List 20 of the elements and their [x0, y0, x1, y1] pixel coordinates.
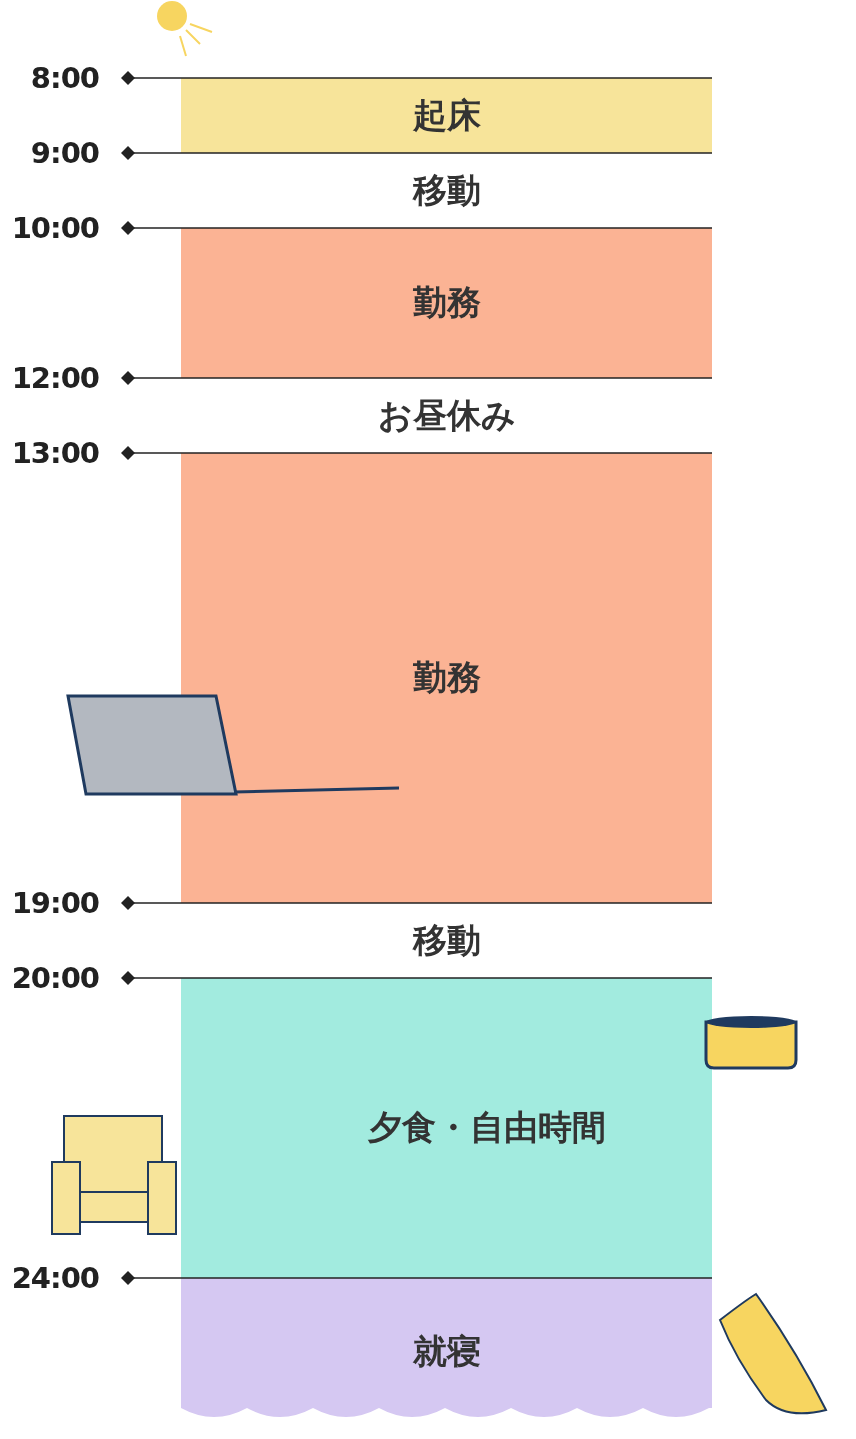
time-label: 10:00	[11, 211, 99, 245]
schedule-label: 起床	[412, 93, 481, 137]
time-label: 12:00	[11, 361, 99, 395]
schedule-label: 夕食・自由時間	[367, 1106, 606, 1149]
time-label: 24:00	[11, 1261, 99, 1295]
schedule-band	[181, 78, 712, 153]
schedule-label: 勤務	[412, 281, 481, 324]
time-label: 9:00	[30, 136, 99, 170]
schedule-band	[181, 978, 712, 1278]
schedule-label: 勤務	[412, 656, 481, 699]
time-label: 19:00	[11, 886, 99, 920]
schedule-label: 就寝	[412, 1330, 481, 1373]
schedule-band	[181, 228, 712, 378]
time-label: 13:00	[11, 436, 99, 470]
schedule-label: 移動	[412, 168, 481, 212]
schedule-label: お昼休み	[377, 393, 516, 437]
time-label: 20:00	[11, 961, 99, 995]
schedule-label: 移動	[412, 918, 481, 962]
time-label: 8:00	[30, 61, 99, 95]
schedule-band	[181, 453, 712, 903]
